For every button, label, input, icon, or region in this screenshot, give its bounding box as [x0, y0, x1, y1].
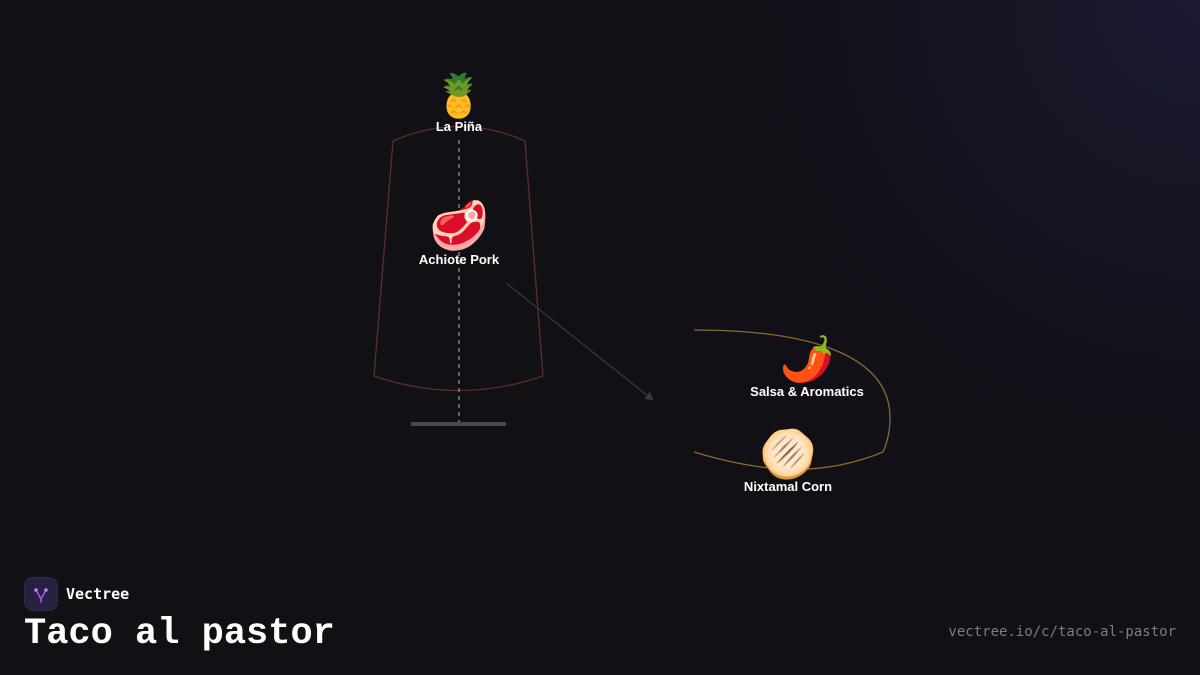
page-title: Taco al pastor [24, 613, 335, 655]
node-label: Achiote Pork [418, 252, 500, 267]
chili-pepper-icon: 🌶️ [779, 334, 835, 385]
edge-arrow [505, 282, 654, 401]
node-label: Nixtamal Corn [743, 479, 833, 494]
meat-icon: 🥩 [429, 198, 489, 254]
node-salsa[interactable]: 🌶️ Salsa & Aromatics [750, 334, 864, 400]
brand-name: Vectree [66, 585, 130, 603]
vectree-tree-icon [24, 577, 58, 611]
pineapple-icon: 🍍 [432, 71, 486, 120]
node-achiote-pork[interactable]: 🥩 Achiote Pork [419, 202, 499, 267]
node-label: Salsa & Aromatics [750, 384, 864, 399]
share-url[interactable]: vectree.io/c/taco-al-pastor [948, 624, 1176, 640]
node-la-pina[interactable]: 🍍 La Piña [432, 71, 486, 135]
tortilla-outline [693, 329, 891, 470]
node-label: La Piña [435, 119, 483, 134]
trompo-outline [373, 125, 544, 392]
brand[interactable]: Vectree [24, 577, 129, 611]
node-nixtamal[interactable]: 🫓 Nixtamal Corn [744, 431, 832, 494]
flatbread-icon: 🫓 [759, 427, 817, 481]
